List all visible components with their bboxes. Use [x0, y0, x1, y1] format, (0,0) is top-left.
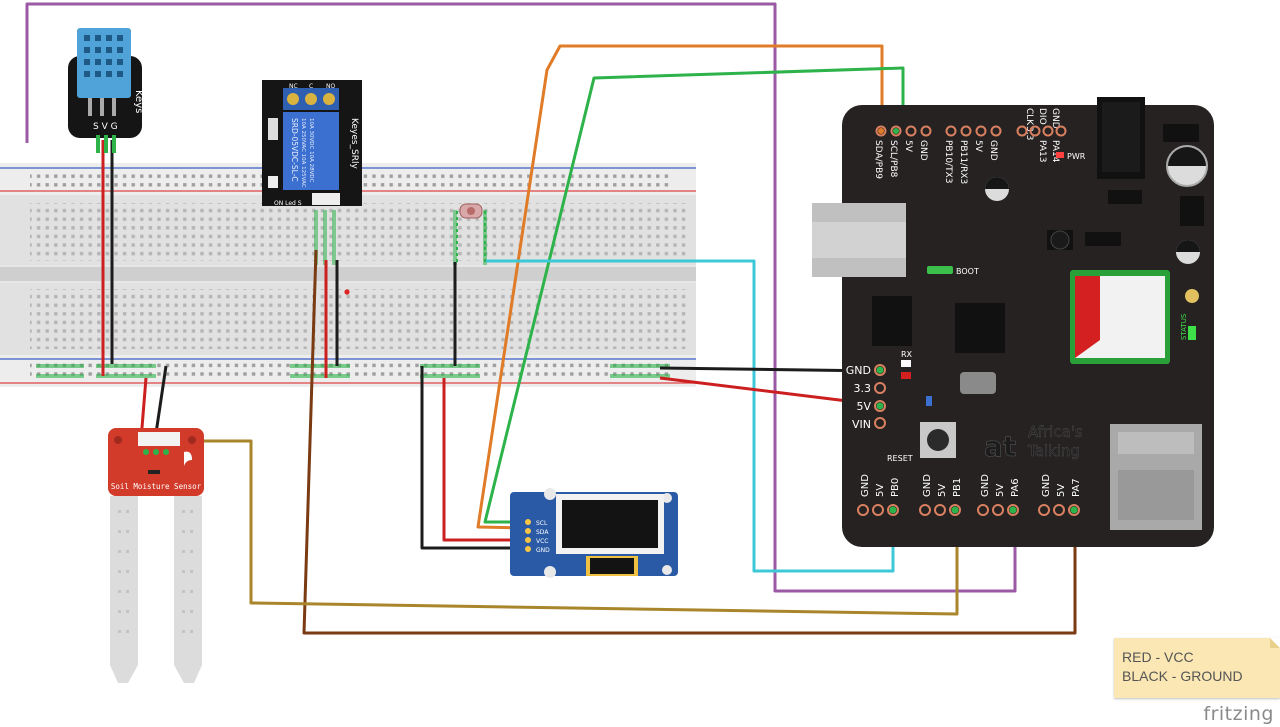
wire-gold	[175, 439, 959, 616]
relay-bottom-label: ON Led S	[274, 200, 302, 207]
relay-rating-2: 10A 30VDC 10A 28VDC	[308, 118, 314, 183]
relay-pin-no: NO	[326, 83, 335, 90]
logo-line-1: Africa's	[1028, 423, 1083, 441]
pin-pa13: PA13	[1037, 140, 1047, 162]
status-label: STATUS	[1180, 313, 1188, 340]
relay-side-label: Keyes_SRly	[349, 118, 359, 170]
bottom-g3-5v: 5V	[995, 484, 1006, 497]
bottom-g3-pa6: PA6	[1010, 478, 1021, 497]
legend-line-vcc: RED - VCC	[1122, 649, 1194, 665]
breadboard	[0, 163, 696, 387]
fritzing-brand: fritzing	[1203, 703, 1274, 725]
pin-3v3-top: 3.3	[1024, 126, 1034, 140]
pin-vin-left: VIN	[852, 418, 871, 431]
pin-5v-top-2: 5V	[973, 140, 983, 153]
bottom-g4-5v: 5V	[1056, 484, 1067, 497]
pin-gnd-left: GND	[846, 364, 871, 377]
wire-black-soil	[153, 365, 168, 441]
logo-line-2: Talking	[1027, 442, 1080, 460]
wire-brown	[302, 249, 1077, 635]
pin-gnd-top-2: GND	[988, 140, 998, 161]
boot-label: BOOT	[956, 267, 979, 276]
pin-clk: CLK	[1024, 108, 1034, 126]
bottom-g1-gnd: GND	[860, 474, 871, 497]
oled-display: SCL SDA VCC GND	[510, 488, 678, 578]
relay-model: SRD-05VDC-SL-C	[290, 118, 299, 182]
sim800c-label: SIM800C	[1091, 285, 1101, 330]
pin-3v3-left: 3.3	[854, 382, 872, 395]
dev-board: SDA/PB9 SCL/PB8 5V GND PB10/TX3 PB11/RX3…	[812, 97, 1214, 547]
pin-pa14: PA14	[1050, 140, 1060, 163]
oled-pin-sda: SDA	[536, 529, 549, 536]
soil-moisture-sensor: Soil Moisture Sensor	[108, 428, 204, 683]
pin-gnd-top-1: GND	[918, 140, 928, 161]
pin-5v-top-1: 5V	[903, 140, 913, 153]
pin-pb10-tx3: PB10/TX3	[943, 140, 953, 183]
legend-line-ground: BLACK - GROUND	[1122, 668, 1243, 684]
relay-pin-c: C	[309, 83, 313, 90]
soil-title: Soil Moisture Sensor	[111, 482, 202, 491]
wire-red-oled	[442, 378, 528, 542]
logo-icon: at	[984, 430, 1016, 463]
dht-pin-labels: S V G	[93, 122, 118, 132]
pwr-label: PWR	[1067, 152, 1086, 161]
dht-sensor: Keys S V G	[68, 28, 144, 153]
oled-pin-vcc: VCC	[536, 538, 548, 545]
bottom-g4-pa7: PA7	[1071, 478, 1082, 497]
wire-cyan	[486, 259, 895, 573]
pin-sda-pb9: SDA/PB9	[873, 140, 883, 179]
rx-label: RX	[901, 350, 913, 359]
pin-gnd-top-3: GND	[1050, 108, 1060, 129]
bottom-g1-pb0: PB0	[890, 478, 901, 497]
bottom-g2-5v: 5V	[937, 484, 948, 497]
bottom-g3-gnd: GND	[980, 474, 991, 497]
photoresistor	[456, 203, 486, 262]
wire-purple	[25, 2, 1017, 593]
wire-black-oled	[420, 366, 528, 550]
relay-rating-1: 10A 250VAC 10A 125VAC	[300, 118, 306, 188]
pin-5v-left: 5V	[856, 400, 871, 413]
relay-module: NC C NO SRD-05VDC-SL-C 10A 250VAC 10A 12…	[262, 80, 362, 207]
pin-pb11-rx3: PB11/RX3	[958, 140, 968, 184]
relay-pin-nc: NC	[289, 83, 298, 90]
bottom-g2-pb1: PB1	[952, 478, 963, 497]
reset-label: RESET	[887, 454, 913, 463]
wire-green	[483, 66, 905, 524]
oled-pin-gnd: GND	[536, 547, 550, 554]
wire-orange	[476, 44, 884, 530]
pin-dio: DIO	[1037, 108, 1047, 125]
pin-scl-pb8: SCL/PB8	[888, 140, 898, 178]
wires	[25, 2, 1077, 635]
bottom-g2-gnd: GND	[922, 474, 933, 497]
dht-label: Keys	[133, 90, 144, 113]
bottom-g1-5v: 5V	[875, 484, 886, 497]
bottom-g4-gnd: GND	[1041, 474, 1052, 497]
color-legend-note: RED - VCC BLACK - GROUND	[1114, 638, 1280, 698]
oled-pin-scl: SCL	[536, 520, 548, 527]
